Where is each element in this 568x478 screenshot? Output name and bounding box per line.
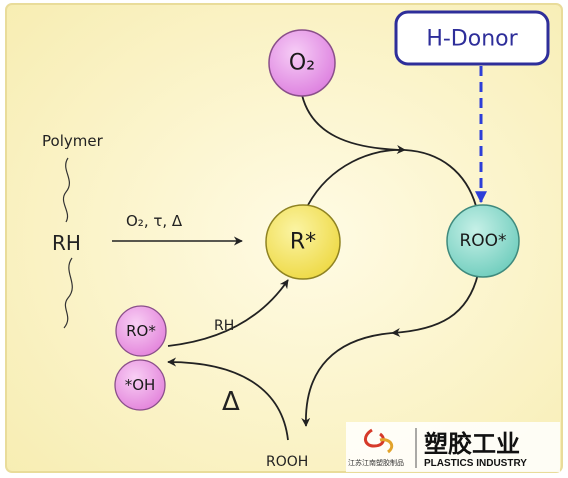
- ro-to-r-arrow: [167, 279, 289, 347]
- rooh-label: ROOH: [266, 454, 308, 470]
- logo-title-en: PLASTICS INDUSTRY: [424, 458, 527, 469]
- o2-to-cycle-arrow: [301, 94, 401, 151]
- h-donor-box: [394, 10, 550, 66]
- ro-radical-node: RO*: [115, 305, 167, 357]
- o2-node: O₂: [268, 29, 336, 97]
- o2-label: O₂: [289, 51, 315, 76]
- polymer-chain-upper: [62, 157, 71, 223]
- cycle-to-roo-arrow: [404, 149, 477, 207]
- h-donor-label: H-Donor: [426, 27, 518, 52]
- roo-radical-label: ROO*: [459, 231, 506, 251]
- oh-radical-label: *OH: [125, 376, 156, 394]
- rh-label: RH: [52, 231, 81, 255]
- logo-backdrop: [346, 422, 560, 472]
- oh-radical-node: *OH: [114, 359, 166, 411]
- roo-to-rooh-arrow-upper: [391, 273, 479, 337]
- roo-to-rooh-arrow-lower: [301, 332, 393, 427]
- conditions-label: O₂, τ, Δ: [126, 212, 183, 230]
- polymer-chain-lower: [63, 257, 73, 329]
- delta-label: Δ: [222, 387, 240, 417]
- logo-title-cn: 塑胶工业: [424, 430, 520, 458]
- roo-radical-node: ROO*: [446, 204, 520, 278]
- rooh-decomposition-arrow: [167, 357, 289, 441]
- logo-org-text: 江苏江南塑胶制品: [348, 458, 404, 467]
- r-radical-node: R*: [265, 204, 341, 280]
- rh-arrow-label: RH: [214, 318, 234, 334]
- r-to-cycle-arrow: [307, 145, 406, 206]
- ro-radical-label: RO*: [126, 322, 156, 340]
- r-radical-label: R*: [290, 230, 316, 255]
- logo-mark-accent-icon: [379, 438, 394, 454]
- polymer-label: Polymer: [42, 132, 104, 150]
- plastics-industry-logo: 江苏江南塑胶制品 塑胶工业 PLASTICS INDUSTRY: [346, 422, 560, 472]
